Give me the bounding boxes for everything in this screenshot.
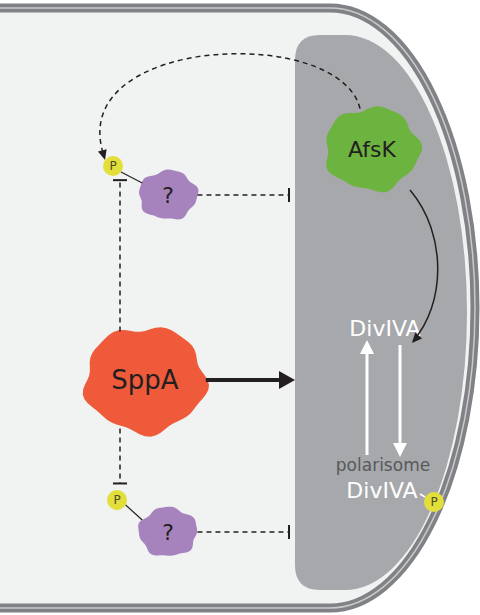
connector-line [197,194,289,196]
phosphate-disc [107,490,127,510]
blob-shape [139,170,199,220]
protein-label: DivIVA [346,478,417,503]
inhibition-bar [288,188,290,202]
polarisome-region: polarisome AfsK P [295,35,475,590]
blob-shape [326,106,422,192]
protein-blob: SppA [81,324,209,436]
inhibition-bar [113,482,127,484]
connector [206,371,295,389]
connector-line [119,180,121,331]
connector-line [121,172,142,183]
protein-label: DivIVA [349,316,420,341]
connector [98,54,360,160]
protein-name: SppA [111,365,178,395]
phospho-link [420,494,425,497]
inhibition-bar [113,179,127,181]
white-arrow-down [399,345,402,445]
blob-shape [138,507,197,556]
unknown-mark: ? [162,520,174,545]
protein-name: AfsK [348,137,396,162]
phosphate-label: P [109,160,116,172]
phosphorylation-arrow [410,190,438,341]
connector [197,188,289,202]
phosphate-label: P [113,494,120,506]
white-arrowhead [360,340,374,354]
arrowhead [279,371,295,389]
connector-line [126,505,143,520]
white-arrow-up [366,352,369,455]
connector [121,172,142,183]
inhibition-bar [288,525,290,539]
phosphate-disc [424,492,444,512]
region-label: polarisome [318,455,448,475]
connector [197,525,289,539]
phosphate-circle: P [107,490,127,510]
phosphate-label: P [430,496,437,508]
connector-line [206,378,280,382]
unknown-protein-blob: ? [137,506,199,558]
connector [113,428,127,483]
connector-line [100,54,360,152]
white-arrowhead [393,443,407,457]
arrowhead [98,149,107,160]
cell-wall [0,8,475,608]
unknown-protein-blob: ? [137,169,199,221]
cell-wall-inner-line [0,8,475,608]
arrowhead [412,333,422,344]
blob-shape [83,327,209,436]
polarisome-shape [295,35,467,590]
unknown-mark: ? [162,183,174,208]
connector [126,505,143,520]
phosphate-circle: P [424,492,444,512]
protein-blob: AfsK [322,105,422,193]
phosphate-circle: P [103,156,123,176]
phosphate-disc [103,156,123,176]
connector-line [119,428,121,483]
connector-line [197,531,289,533]
connector [113,180,127,331]
